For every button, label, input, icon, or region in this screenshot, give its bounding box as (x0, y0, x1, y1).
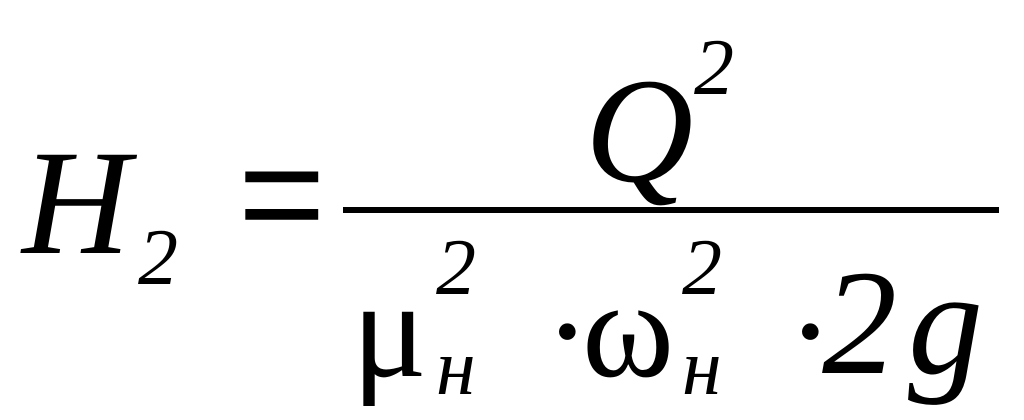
numerator-exponent: 2 (694, 24, 734, 112)
numerator-variable: Q (585, 48, 694, 214)
multiply-dot-2: · (787, 254, 834, 409)
omega-subscript: н (682, 324, 722, 412)
lhs-variable: H (22, 120, 131, 286)
multiply-dot-1: · (544, 254, 591, 409)
denominator-coefficient: 2 (822, 240, 897, 406)
mu-subscript: н (436, 324, 476, 412)
denominator-g: g (908, 240, 983, 406)
mu-exponent: 2 (436, 224, 476, 312)
equals-sign: = (238, 109, 326, 277)
denominator-mu: μ (352, 252, 428, 407)
omega-exponent: 2 (682, 224, 722, 312)
denominator-omega: ω (582, 252, 675, 407)
lhs-subscript: 2 (138, 214, 178, 302)
fraction-bar (343, 207, 999, 213)
